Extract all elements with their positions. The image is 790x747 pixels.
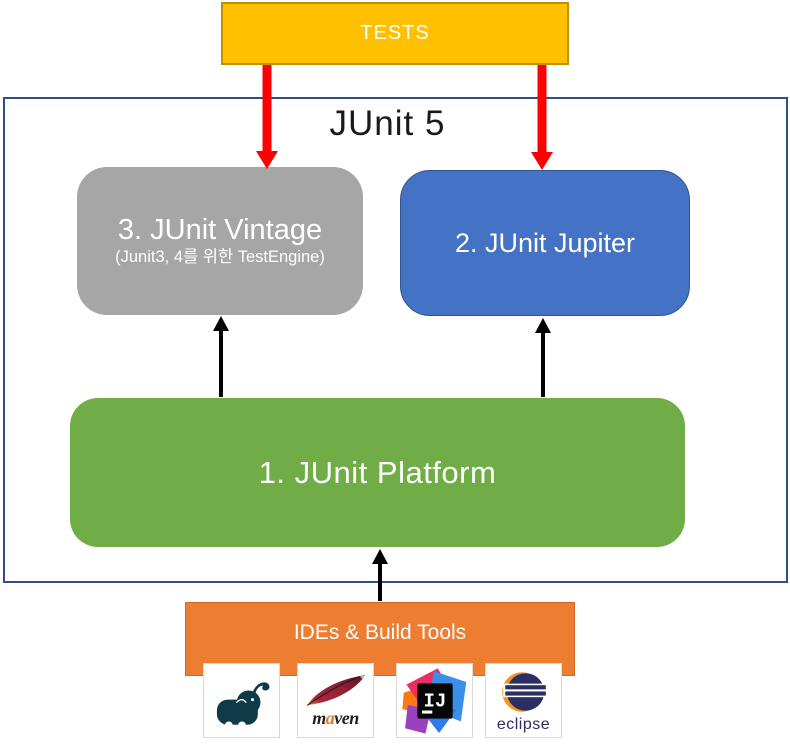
junit-vintage-box: 3. JUnit Vintage (Junit3, 4를 위한 TestEngi… xyxy=(77,167,363,315)
maven-logo: maven xyxy=(297,663,374,738)
maven-wordmark: maven xyxy=(312,709,359,727)
junit-vintage-subtitle: (Junit3, 4를 위한 TestEngine) xyxy=(115,247,325,266)
junit-jupiter-title: 2. JUnit Jupiter xyxy=(454,227,636,258)
tests-label: TESTS xyxy=(360,22,430,44)
junit5-container xyxy=(3,97,788,583)
tests-box: TESTS xyxy=(221,2,569,65)
junit-vintage-title: 3. JUnit Vintage xyxy=(117,213,323,246)
maven-letter-m: m xyxy=(312,708,326,728)
eclipse-wordmark: eclipse xyxy=(496,715,551,733)
intellij-logo: IJ xyxy=(396,663,473,738)
ides-build-tools-label: IDEs & Build Tools xyxy=(293,621,467,644)
junit-jupiter-box: 2. JUnit Jupiter xyxy=(400,170,690,316)
maven-feather-icon xyxy=(306,674,366,706)
maven-letter-a: a xyxy=(325,708,335,728)
maven-letters-ven: ven xyxy=(334,708,359,728)
eclipse-logo: eclipse xyxy=(485,663,562,738)
gradle-logo xyxy=(203,663,280,738)
gradle-elephant-icon xyxy=(216,681,269,729)
eclipse-sphere-icon xyxy=(501,671,547,712)
junit-platform-title: 1. JUnit Platform xyxy=(258,454,497,490)
intellij-monogram: IJ xyxy=(423,690,446,712)
junit-platform-box: 1. JUnit Platform xyxy=(70,398,685,547)
intellij-icon: IJ xyxy=(401,667,466,734)
junit5-title: JUnit 5 xyxy=(329,104,446,143)
